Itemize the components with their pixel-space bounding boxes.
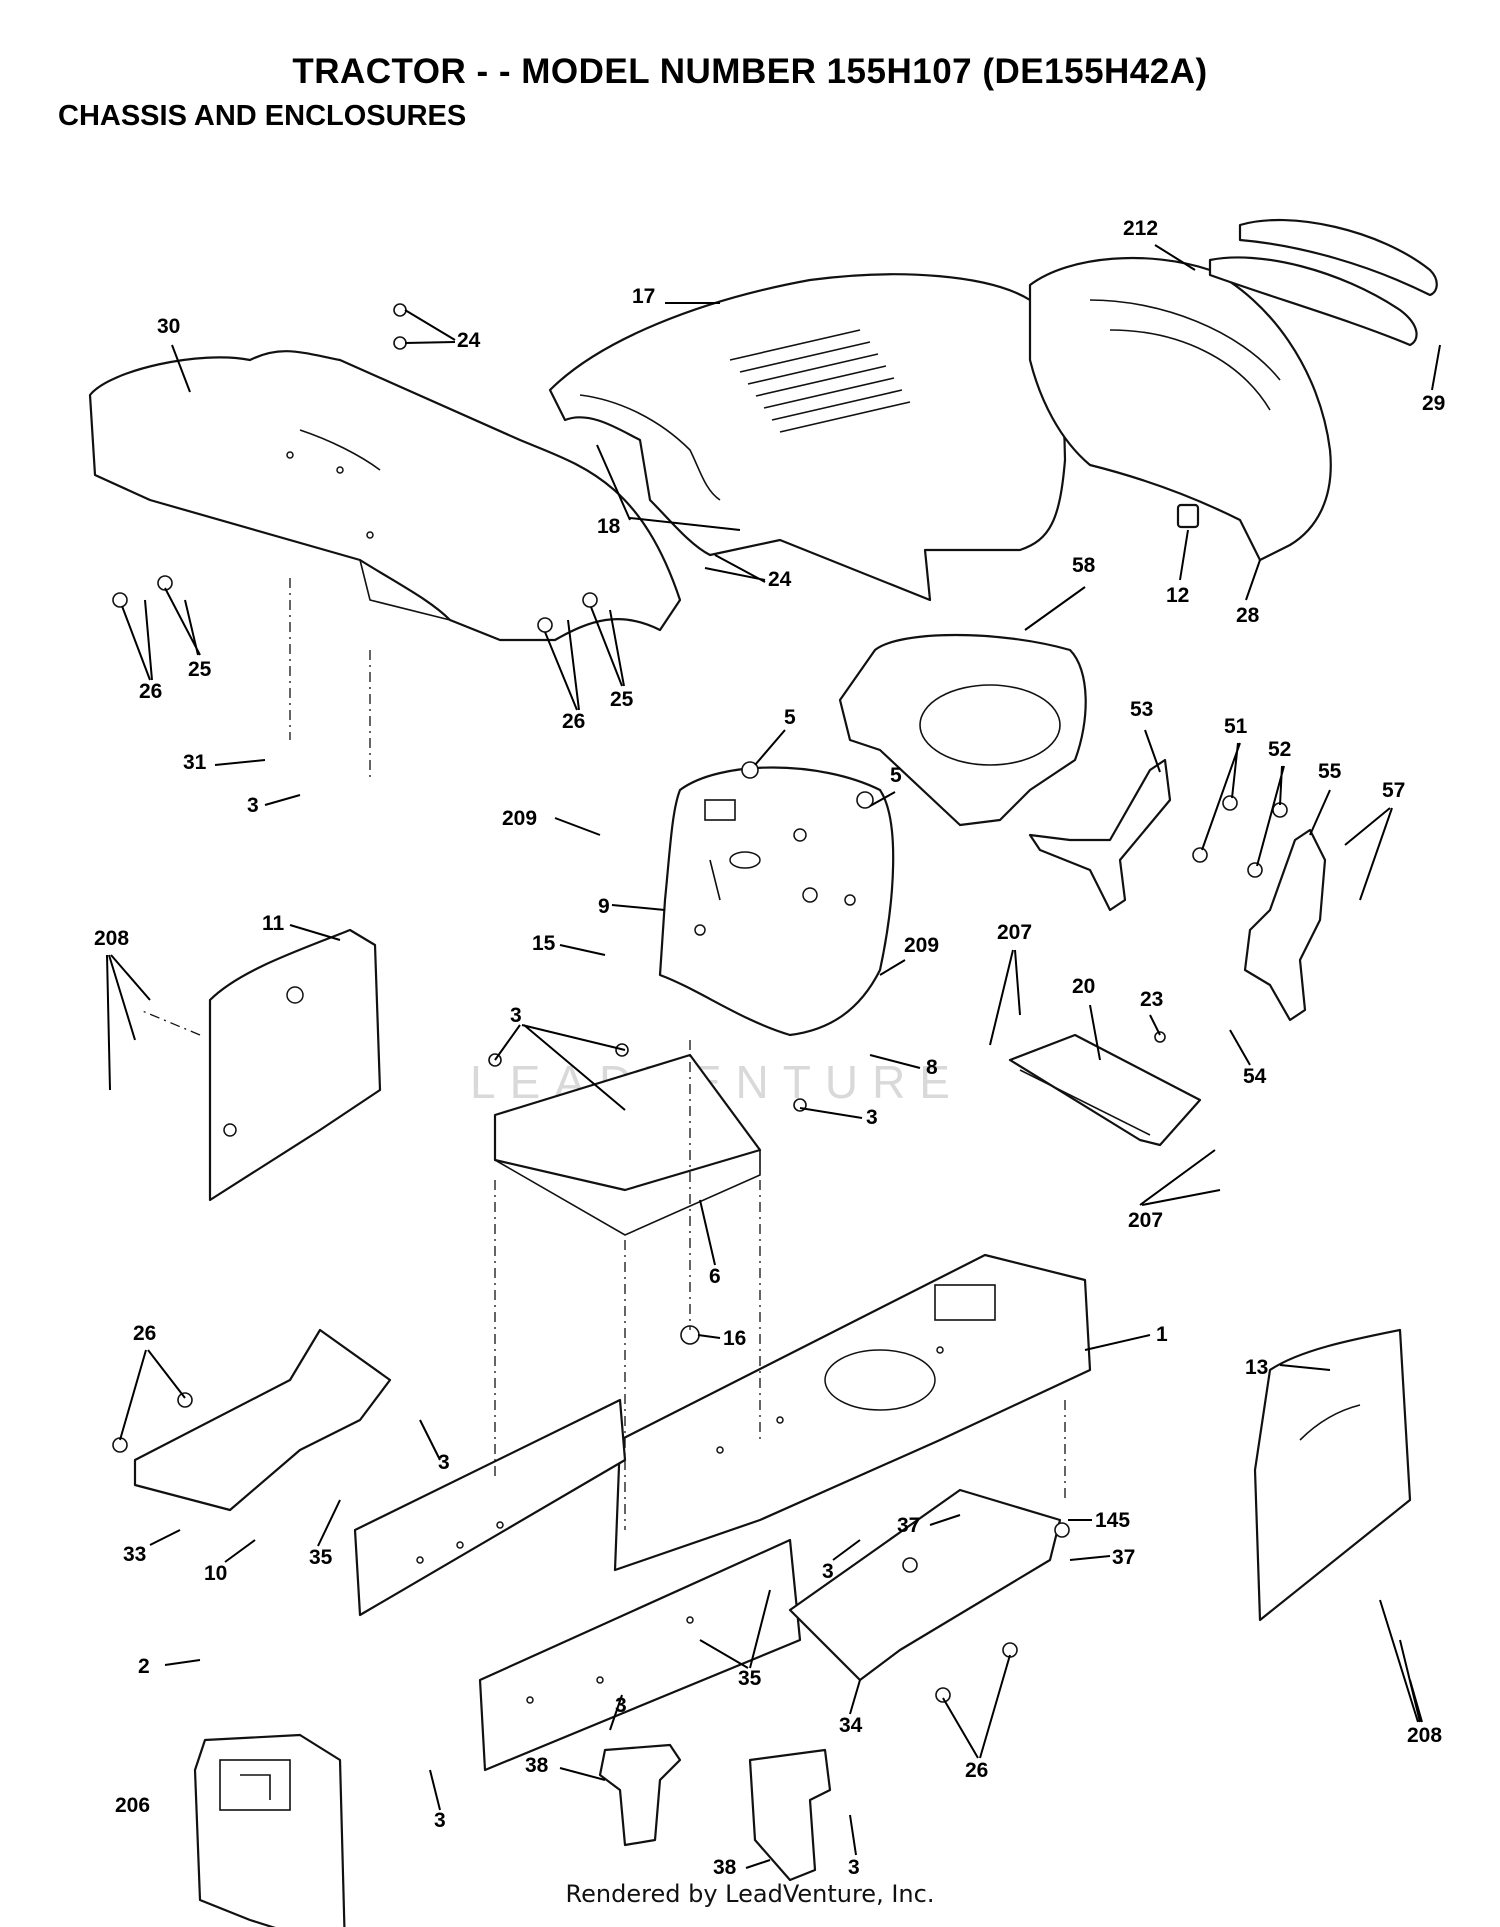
callout-57: 57 [1382, 779, 1405, 802]
callout-29: 29 [1422, 392, 1445, 415]
callout-12: 12 [1166, 584, 1189, 607]
diagram-title: TRACTOR - - MODEL NUMBER 155H107 (DE155H… [292, 52, 1208, 91]
part-grille [1028, 218, 1438, 562]
callout-23: 23 [1140, 988, 1163, 1011]
callout-16: 16 [723, 1327, 746, 1350]
callout-11: 11 [262, 912, 285, 935]
callout-145: 145 [1095, 1509, 1130, 1532]
callout-52: 52 [1268, 738, 1291, 761]
part-brackets-right [1028, 758, 1327, 1022]
part-dash-shroud [838, 633, 1087, 827]
callout-5: 5 [890, 764, 902, 787]
callout-209: 209 [502, 807, 537, 830]
callout-3: 3 [822, 1560, 834, 1583]
callout-5: 5 [784, 706, 796, 729]
callout-28: 28 [1236, 604, 1260, 627]
callout-17: 17 [632, 285, 655, 308]
part-bottom-brackets [598, 1743, 832, 1882]
callout-18: 18 [597, 515, 621, 538]
callout-1: 1 [1156, 1323, 1168, 1346]
callout-3: 3 [615, 1694, 627, 1717]
callout-13: 13 [1245, 1356, 1268, 1379]
callout-8: 8 [926, 1056, 938, 1079]
callout-33: 33 [123, 1543, 146, 1566]
callout-25: 25 [188, 658, 212, 681]
callout-54: 54 [1243, 1065, 1267, 1088]
callout-20: 20 [1072, 975, 1095, 998]
callout-35: 35 [738, 1667, 762, 1690]
part-fender [88, 350, 682, 642]
part-dash-panel [658, 766, 895, 1037]
callout-25: 25 [610, 688, 634, 711]
callout-37: 37 [1112, 1546, 1135, 1569]
callout-6: 6 [709, 1265, 721, 1288]
callout-51: 51 [1224, 715, 1248, 738]
callout-58: 58 [1072, 554, 1096, 577]
callout-208: 208 [1407, 1724, 1442, 1747]
hardware [112, 303, 1288, 1703]
callout-30: 30 [157, 315, 180, 338]
callout-3: 3 [247, 794, 259, 817]
callout-212: 212 [1123, 217, 1158, 240]
callout-37: 37 [897, 1514, 920, 1537]
callout-26: 26 [562, 710, 585, 733]
footer-credit: Rendered by LeadVenture, Inc. [565, 1880, 935, 1908]
callout-3: 3 [510, 1004, 522, 1027]
callout-2: 2 [138, 1655, 150, 1678]
part-footrests [133, 1328, 1062, 1682]
callout-3: 3 [866, 1106, 878, 1129]
callout-26: 26 [133, 1322, 156, 1345]
callout-labels: 17 212 30 24 29 18 24 12 28 58 25 26 26 … [94, 217, 1445, 1879]
callout-15: 15 [532, 932, 556, 955]
callout-3: 3 [434, 1809, 446, 1832]
callout-34: 34 [839, 1714, 863, 1737]
assembly-lines [139, 578, 1066, 1530]
callout-26: 26 [965, 1759, 988, 1782]
callout-55: 55 [1318, 760, 1342, 783]
callout-35: 35 [309, 1546, 333, 1569]
callout-53: 53 [1130, 698, 1153, 721]
callout-3: 3 [848, 1856, 860, 1879]
callout-9: 9 [598, 895, 610, 918]
callout-26: 26 [139, 680, 162, 703]
callout-206: 206 [115, 1794, 150, 1817]
part-support-plate [1008, 1033, 1202, 1147]
diagram-subtitle: CHASSIS AND ENCLOSURES [58, 100, 467, 132]
part-side-plates [193, 928, 1412, 1927]
callout-38: 38 [525, 1754, 549, 1777]
callout-3: 3 [438, 1451, 450, 1474]
callout-24: 24 [768, 568, 792, 591]
callout-207: 207 [997, 921, 1032, 944]
callout-31: 31 [183, 751, 207, 774]
part-frame [353, 1253, 1092, 1772]
part-battery-tray [493, 1053, 762, 1236]
callout-209: 209 [904, 934, 939, 957]
leader-lines [106, 244, 1441, 1869]
callout-38: 38 [713, 1856, 737, 1879]
callout-207: 207 [1128, 1209, 1163, 1232]
callout-24: 24 [457, 329, 481, 352]
callout-10: 10 [204, 1562, 227, 1585]
callout-208: 208 [94, 927, 129, 950]
